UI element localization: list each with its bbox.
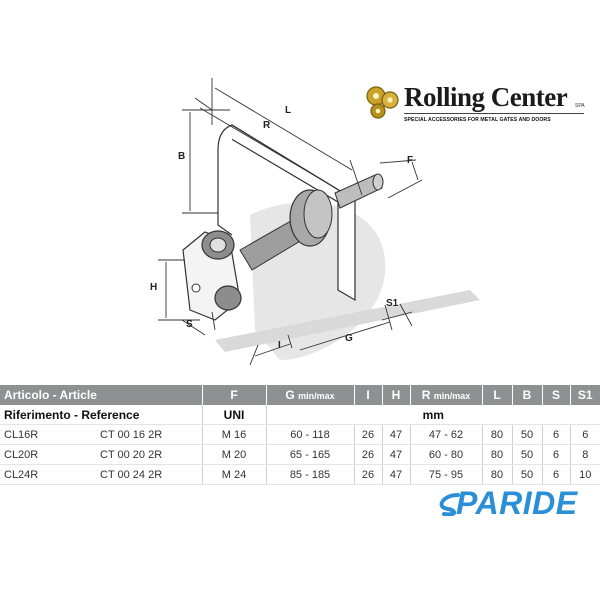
- table-row: CL16R CT 00 16 2R M 16 60 - 118 26 47 47…: [0, 424, 600, 445]
- header-h: H: [381, 385, 410, 405]
- logo-tagline: SPECIAL ACCESSORIES FOR METAL GATES AND …: [404, 117, 551, 123]
- cell-f: M 24: [201, 464, 266, 485]
- header-l: L: [481, 385, 512, 405]
- cell-f: M 20: [201, 444, 266, 465]
- logo-rule: [404, 113, 584, 114]
- label-G: G: [345, 333, 353, 344]
- header-g: G min/max: [265, 385, 354, 405]
- cell-h: 47: [381, 424, 410, 445]
- hex-nut: [289, 189, 333, 247]
- cell-h: 47: [381, 444, 410, 465]
- cell-f: M 16: [201, 424, 266, 445]
- cell-s: 6: [541, 424, 570, 445]
- header-f: F: [201, 385, 266, 405]
- header-s: S: [541, 385, 570, 405]
- label-S: S: [186, 319, 193, 330]
- header-r: R min/max: [409, 385, 482, 405]
- table-header-row: Articolo - Article F G min/max I H R min…: [0, 385, 600, 405]
- cell-s1: 8: [569, 444, 600, 465]
- label-L: L: [285, 105, 291, 116]
- subheader-uni: UNI: [201, 405, 266, 425]
- cell-r: 47 - 62: [409, 424, 482, 445]
- logo-name: Rolling Center: [404, 82, 568, 112]
- header-r-label: R: [421, 388, 431, 402]
- header-g-label: G: [285, 388, 295, 402]
- cell-s: 6: [541, 464, 570, 485]
- spec-table: Articolo - Article F G min/max I H R min…: [0, 385, 600, 485]
- dimension-lines: [158, 78, 423, 366]
- header-g-sub: min/max: [298, 391, 335, 401]
- header-r-sub: min/max: [433, 391, 471, 401]
- cell-ref: CT 00 16 2R: [92, 424, 202, 445]
- header-s1: S1: [569, 385, 600, 405]
- cell-code: CL16R: [0, 424, 92, 445]
- cell-r: 60 - 80: [409, 444, 482, 465]
- cell-ref: CT 00 20 2R: [92, 444, 202, 465]
- cell-code: CL20R: [0, 444, 92, 465]
- swoosh-icon: [439, 493, 460, 516]
- label-H: H: [150, 282, 157, 293]
- rolling-center-logo: Rolling Center SPA SPECIAL ACCESSORIES F…: [362, 80, 592, 130]
- cell-i: 26: [353, 464, 382, 485]
- cell-b: 50: [511, 464, 542, 485]
- cell-r: 75 - 95: [409, 464, 482, 485]
- cell-s1: 10: [569, 464, 600, 485]
- cell-s1: 6: [569, 424, 600, 445]
- table-row: CL20R CT 00 20 2R M 20 65 - 165 26 47 60…: [0, 444, 600, 465]
- table-subheader-row: Riferimento - Reference UNI mm: [0, 405, 600, 425]
- paride-brand-logo: PARIDE: [438, 486, 598, 520]
- bearing-icon: [366, 86, 399, 119]
- cell-b: 50: [511, 424, 542, 445]
- cell-g: 65 - 165: [265, 444, 354, 465]
- label-I: I: [278, 340, 281, 351]
- cell-ref: CT 00 24 2R: [92, 464, 202, 485]
- cell-b: 50: [511, 444, 542, 465]
- cell-s: 6: [541, 444, 570, 465]
- mounting-plate: [217, 124, 356, 302]
- cell-h: 47: [381, 464, 410, 485]
- header-i: I: [353, 385, 382, 405]
- hinge-body: [182, 230, 242, 321]
- subheader-mm: mm: [265, 405, 600, 425]
- table-row: CL24R CT 00 24 2R M 24 85 - 185 26 47 75…: [0, 464, 600, 485]
- cell-l: 80: [481, 464, 512, 485]
- header-article: Articolo - Article: [0, 385, 202, 405]
- subheader-reference: Riferimento - Reference: [0, 405, 202, 425]
- cell-i: 26: [353, 424, 382, 445]
- dimension-labels: L R B F H S S1 I G: [150, 105, 413, 351]
- cell-i: 26: [353, 444, 382, 465]
- label-B: B: [178, 151, 185, 162]
- technical-drawing: L R B F H S S1 I G: [150, 78, 480, 366]
- cell-g: 60 - 118: [265, 424, 354, 445]
- cell-l: 80: [481, 424, 512, 445]
- brand-name: PARIDE: [456, 485, 578, 521]
- header-b: B: [511, 385, 542, 405]
- logo-spa: SPA: [575, 103, 585, 109]
- label-F: F: [407, 155, 413, 166]
- cell-l: 80: [481, 444, 512, 465]
- label-R: R: [263, 120, 271, 131]
- label-S1: S1: [386, 298, 399, 309]
- cell-g: 85 - 185: [265, 464, 354, 485]
- cell-code: CL24R: [0, 464, 92, 485]
